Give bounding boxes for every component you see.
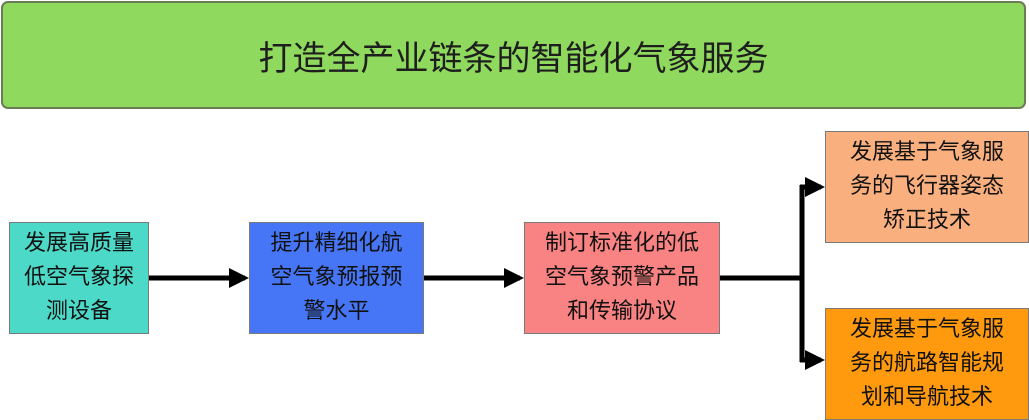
box-standard-protocol: 制订标准化的低 空气象预警产品 和传输协议 <box>524 222 720 334</box>
box-attitude-correction-text: 发展基于气象服 务的飞行器姿态 矫正技术 <box>849 140 1004 233</box>
box-forecast-warning: 提升精细化航 空气象预报预 警水平 <box>249 222 424 334</box>
box-forecast-warning-text: 提升精细化航 空气象预报预 警水平 <box>270 231 403 324</box>
diagram-title: 打造全产业链条的智能化气象服务 <box>1 1 1026 109</box>
box-attitude-correction: 发展基于气象服 务的飞行器姿态 矫正技术 <box>825 131 1029 243</box>
box-route-navigation-text: 发展基于气象服 务的航路智能规 划和导航技术 <box>849 317 1004 410</box>
box-route-navigation: 发展基于气象服 务的航路智能规 划和导航技术 <box>825 308 1029 420</box>
diagram-title-text: 打造全产业链条的智能化气象服务 <box>258 38 769 79</box>
box-detection-equipment: 发展高质量 低空气象探 测设备 <box>9 222 149 334</box>
box-detection-equipment-text: 发展高质量 低空气象探 测设备 <box>23 231 134 324</box>
box-standard-protocol-text: 制订标准化的低 空气象预警产品 和传输协议 <box>544 231 699 324</box>
